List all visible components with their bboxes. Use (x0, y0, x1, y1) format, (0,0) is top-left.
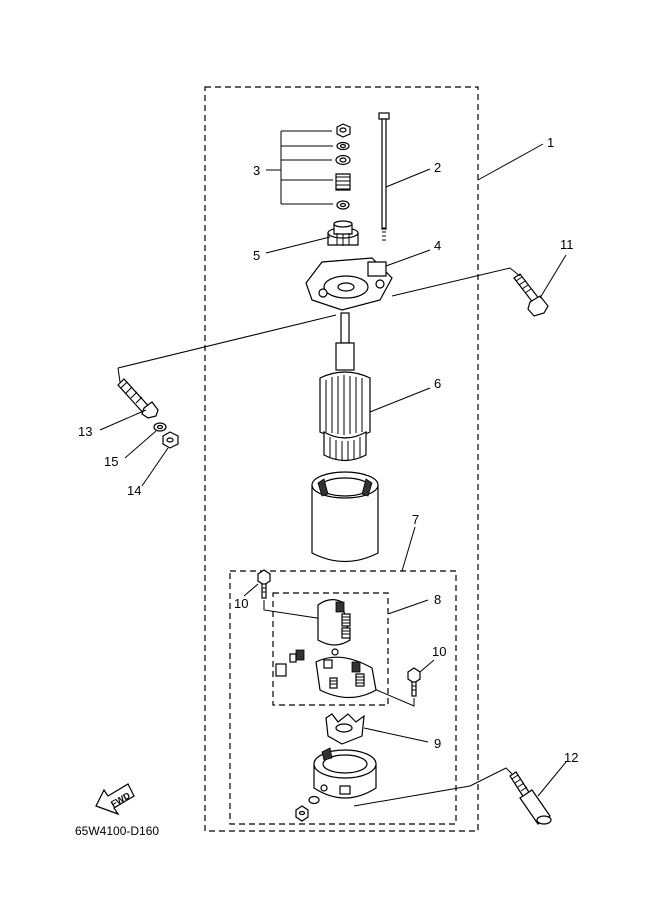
diagram-code: 65W4100-D160 (75, 824, 159, 838)
assembly-boundary-7 (229, 570, 457, 825)
callout-1-leader (477, 143, 544, 181)
part-2-through-bolt (378, 112, 431, 241)
callout-3: 3 (253, 163, 260, 178)
fwd-arrow-icon: FWD (95, 783, 135, 816)
callout-5: 5 (253, 248, 260, 263)
callout-7: 7 (412, 512, 419, 527)
end-cover (295, 747, 377, 822)
callout-8: 8 (434, 592, 441, 607)
part-10-bolt-right (371, 659, 435, 707)
callout-15: 15 (104, 454, 118, 469)
part-5-pinion-gear (265, 220, 359, 254)
callout-6: 6 (434, 376, 441, 391)
callout-7-leader (401, 526, 416, 572)
callout-2: 2 (434, 160, 441, 175)
callout-10-right: 10 (432, 644, 446, 659)
part-11-bolt (391, 254, 567, 317)
callout-13: 13 (78, 424, 92, 439)
part-14-nut (141, 431, 179, 487)
part-15-washer (124, 422, 167, 459)
yoke-housing (311, 471, 379, 562)
part-12-bolt (353, 761, 567, 825)
callout-10-left: 10 (234, 596, 248, 611)
assembly-boundary-8 (272, 592, 389, 706)
part-8-brush-holder (275, 599, 429, 699)
callout-12: 12 (564, 750, 578, 765)
callout-9: 9 (434, 736, 441, 751)
part-9-brush-plate (325, 713, 429, 745)
callout-11: 11 (560, 237, 574, 252)
part-3-hardware-stack (266, 123, 351, 210)
assembly-boundary-1 (204, 86, 479, 832)
callout-4: 4 (434, 238, 441, 253)
part-4-end-bracket (305, 249, 431, 311)
callout-1: 1 (547, 135, 554, 150)
part-6-armature (319, 312, 431, 462)
callout-14: 14 (127, 483, 141, 498)
part-13-bolt (99, 314, 337, 431)
